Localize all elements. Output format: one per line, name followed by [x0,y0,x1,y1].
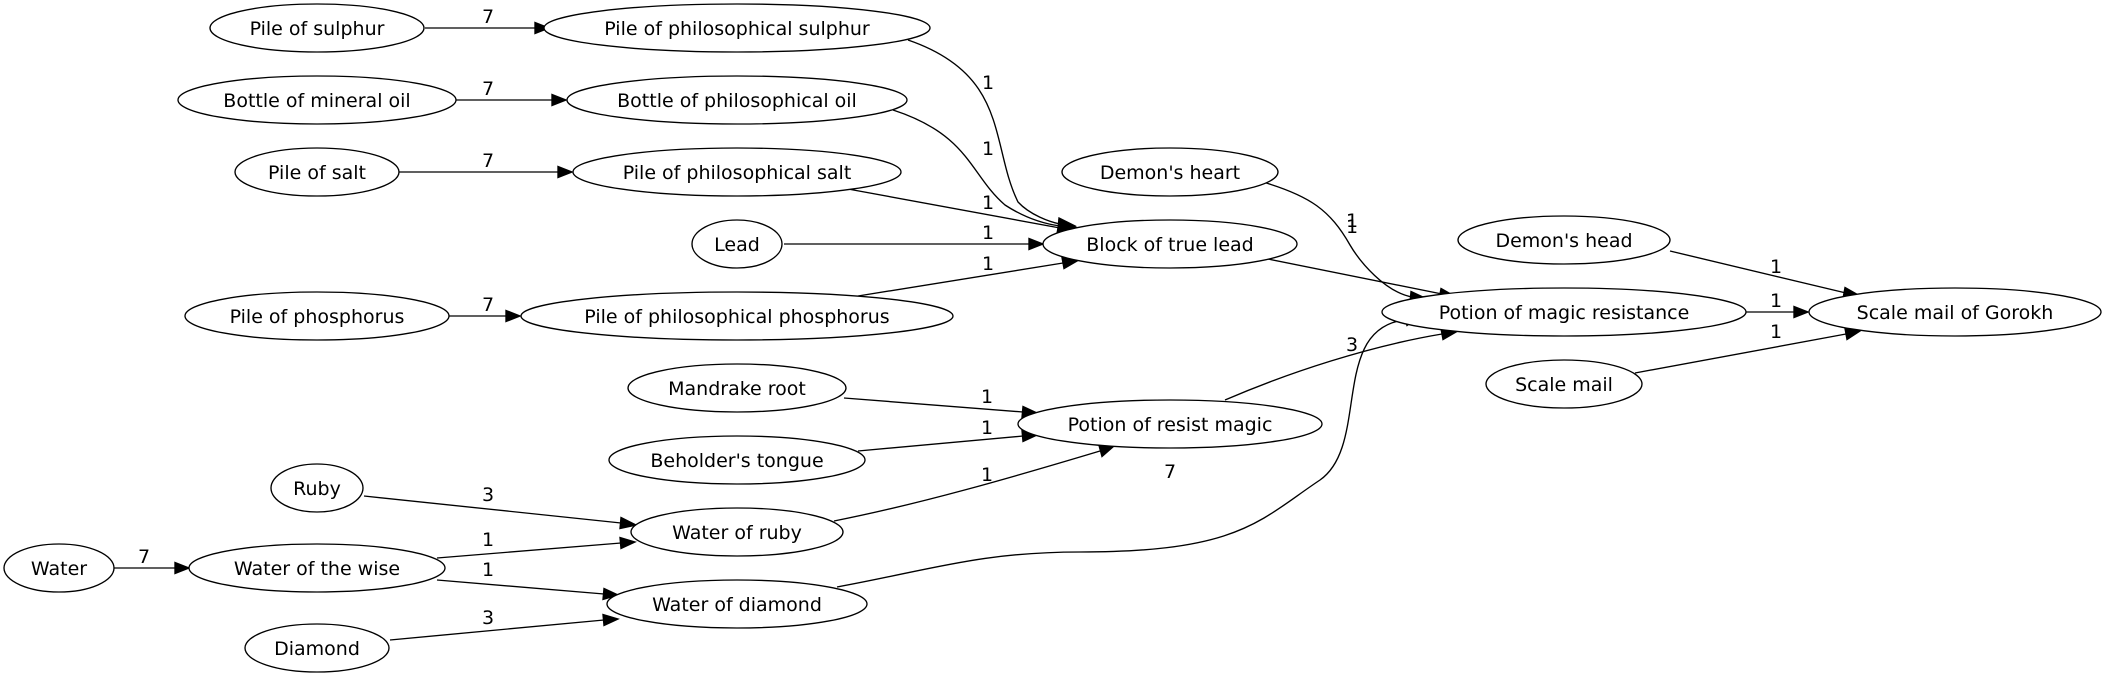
edge-label: 1 [1770,290,1782,312]
edge-label: 1 [982,222,994,244]
edge-demons-head-to-gorokh: 1 [1669,250,1863,300]
node-label: Ruby [293,478,341,500]
node-diamond: Diamond [244,623,390,673]
edge-phil-salt-to-true-lead: 1 [847,188,1077,235]
node-pile-of-philosophical-salt: Pile of philosophical salt [572,147,902,197]
node-label: Pile of philosophical phosphorus [584,306,889,328]
node-label: Beholder's tongue [650,450,823,472]
node-label: Pile of salt [268,162,366,184]
edge-label: 1 [482,529,494,551]
node-label: Block of true lead [1086,234,1253,256]
edge-label: 7 [482,78,494,100]
node-pile-of-philosophical-phosphorus: Pile of philosophical phosphorus [520,291,954,341]
edge-diamond-to-water-diamond: 3 [389,607,620,641]
edge-phil-phosphorus-to-true-lead: 1 [857,253,1079,297]
node-label: Lead [714,234,760,256]
node-scale-mail-of-gorokh: Scale mail of Gorokh [1808,287,2102,337]
edge-label: 7 [482,150,494,172]
node-lead: Lead [691,219,783,269]
node-water-of-the-wise: Water of the wise [188,543,446,593]
edge-true-lead-to-potion-mr: 1 [1262,216,1459,301]
node-label: Demon's head [1495,230,1632,252]
edge-water-wise-to-water-ruby: 1 [436,529,637,559]
node-label: Pile of philosophical sulphur [604,18,870,40]
edge-label: 1 [982,138,994,160]
node-demons-head: Demon's head [1457,215,1671,265]
node-label: Bottle of mineral oil [223,90,410,112]
edge-label: 1 [982,192,994,214]
node-label: Water of the wise [234,558,400,580]
node-water-of-diamond: Water of diamond [606,579,868,629]
edge-sulphur-to-phil-sulphur: 7 [425,6,551,35]
node-pile-of-philosophical-sulphur: Pile of philosophical sulphur [543,3,931,53]
node-potion-of-magic-resistance: Potion of magic resistance [1381,287,1747,337]
edge-label: 1 [982,253,994,275]
edge-label: 3 [482,607,494,629]
edge-water-ruby-to-potion-rm: 1 [833,444,1116,522]
edge-label: 1 [981,464,993,486]
edge-mandrake-to-potion-rm: 1 [843,386,1039,419]
node-pile-of-sulphur: Pile of sulphur [209,3,425,53]
node-label: Scale mail [1515,374,1613,396]
node-label: Pile of phosphorus [230,306,405,328]
node-label: Mandrake root [668,378,806,400]
node-label: Potion of magic resistance [1439,302,1690,324]
node-label: Water [31,558,87,580]
edge-water-diamond-to-potion-mr: 7 [836,313,1422,588]
edge-phosphorus-to-phil-phosphorus: 7 [448,294,522,323]
edge-label: 1 [981,417,993,439]
edge-label: 1 [981,386,993,408]
edge-label: 3 [482,484,494,506]
node-block-of-true-lead: Block of true lead [1042,219,1298,269]
node-potion-of-resist-magic: Potion of resist magic [1017,399,1323,449]
node-label: Water of ruby [672,522,802,544]
node-label: Diamond [274,638,360,660]
edge-label: 7 [1164,461,1176,483]
node-pile-of-phosphorus: Pile of phosphorus [184,291,450,341]
edge-lead-to-true-lead: 1 [784,222,1045,251]
node-water-of-ruby: Water of ruby [630,507,844,557]
edge-label: 1 [1770,256,1782,278]
edge-salt-to-phil-salt: 7 [398,150,574,179]
edge-beholder-to-potion-rm: 1 [857,417,1039,452]
edge-label: 7 [482,6,494,28]
node-ruby: Ruby [270,463,364,513]
node-label: Pile of sulphur [250,18,385,40]
edge-label: 1 [1346,210,1358,232]
edge-label: 7 [482,294,494,316]
node-label: Scale mail of Gorokh [1857,302,2054,324]
edge-potion-mr-to-gorokh: 1 [1746,290,1810,319]
node-label: Potion of resist magic [1068,414,1273,436]
node-label: Bottle of philosophical oil [617,90,857,112]
node-label: Water of diamond [652,594,822,616]
node-mandrake-root: Mandrake root [627,363,847,413]
node-water: Water [3,543,115,593]
edge-label: 1 [482,559,494,581]
node-label: Demon's heart [1100,162,1240,184]
edge-label: 7 [138,546,150,568]
edge-label: 1 [1346,216,1358,238]
node-bottle-of-mineral-oil: Bottle of mineral oil [177,75,457,125]
node-pile-of-salt: Pile of salt [234,147,400,197]
edge-label: 1 [982,72,994,94]
edge-water-wise-to-water-diamond: 1 [436,559,620,601]
node-beholders-tongue: Beholder's tongue [608,435,866,485]
edge-potion-rm-to-potion-mr: 3 [1224,327,1458,401]
node-demons-heart: Demon's heart [1061,147,1279,197]
edge-label: 3 [1346,334,1358,356]
edge-mineral-oil-to-phil-oil: 7 [456,78,568,107]
node-bottle-of-philosophical-oil: Bottle of philosophical oil [566,75,908,125]
node-label: Pile of philosophical salt [623,162,852,184]
node-scale-mail: Scale mail [1485,359,1643,409]
edge-label: 1 [1770,321,1782,343]
edge-scale-mail-to-gorokh: 1 [1634,321,1862,374]
edge-ruby-to-water-ruby: 3 [363,484,639,530]
edge-water-to-water-wise: 7 [114,546,191,575]
